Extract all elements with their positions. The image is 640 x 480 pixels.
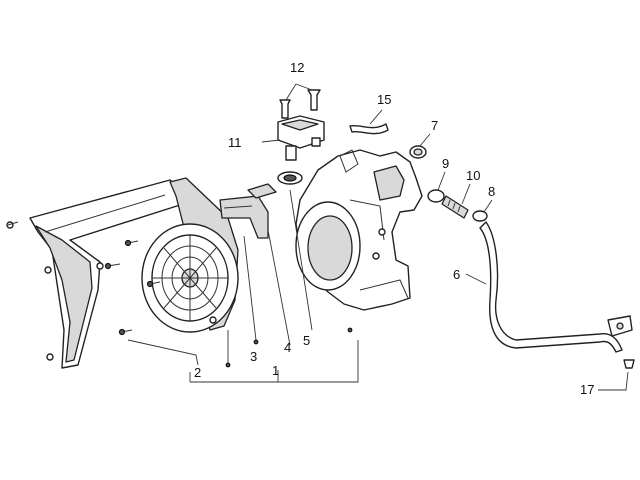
callout-9: 9 xyxy=(442,156,449,171)
callout-15: 15 xyxy=(377,92,391,107)
callout-17: 17 xyxy=(580,382,594,397)
callout-4: 4 xyxy=(284,340,291,355)
callout-6: 6 xyxy=(453,267,460,282)
callout-labels: 1 2 3 4 5 6 7 8 9 10 11 12 15 17 xyxy=(194,60,594,397)
seal-pad xyxy=(219,195,269,239)
callout-2: 2 xyxy=(194,365,201,380)
callout-7: 7 xyxy=(431,118,438,133)
callout-3: 3 xyxy=(250,349,257,364)
thermostat-valve xyxy=(277,115,325,161)
fan-cover xyxy=(141,177,239,333)
gasket-clip xyxy=(247,171,303,199)
short-hose xyxy=(349,123,389,135)
callout-1: 1 xyxy=(272,363,279,378)
callout-8: 8 xyxy=(488,184,495,199)
leader-lines xyxy=(127,83,629,391)
hose-clamp-7 xyxy=(409,145,427,159)
callout-11: 11 xyxy=(228,135,242,150)
callout-5: 5 xyxy=(303,333,310,348)
callout-12: 12 xyxy=(290,60,304,75)
hose-fitting-assembly xyxy=(427,189,488,222)
fan-cover-screws xyxy=(7,221,161,336)
callout-10: 10 xyxy=(466,168,480,183)
air-duct-housing xyxy=(295,149,423,311)
vent-hose xyxy=(479,221,623,353)
thermostat-screws xyxy=(279,89,321,119)
hose-bracket xyxy=(607,315,635,369)
outer-side-cover xyxy=(6,179,183,369)
